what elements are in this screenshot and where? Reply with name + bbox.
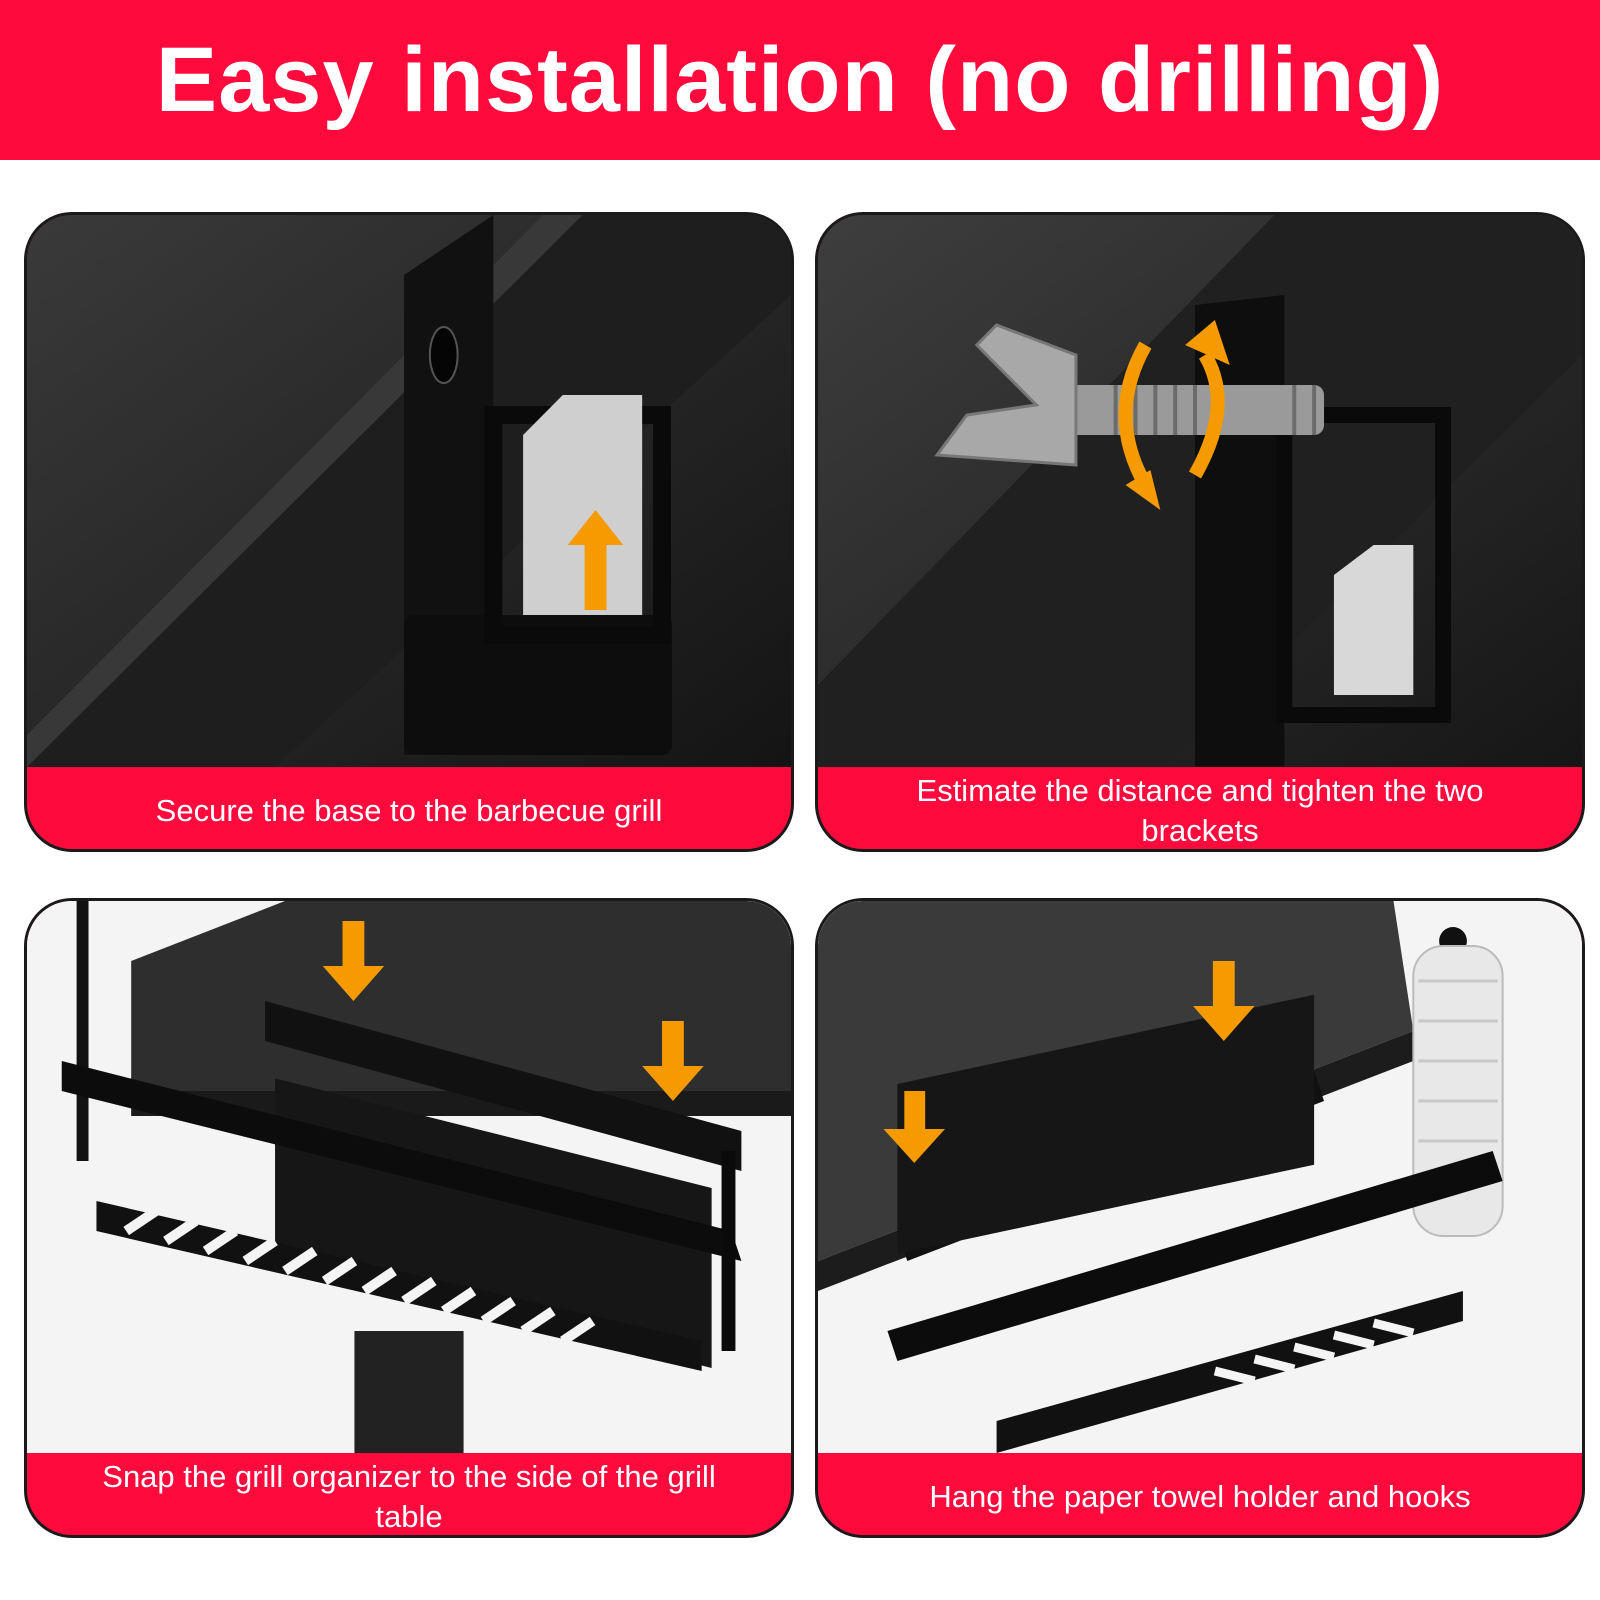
step-3-photo xyxy=(27,901,791,1453)
rotate-arrow-icon xyxy=(1118,320,1230,510)
step-1-photo xyxy=(27,215,791,767)
down-arrow-icon xyxy=(322,921,704,1101)
step-panel-1: Secure the base to the barbecue grill xyxy=(24,212,794,852)
step-3-caption: Snap the grill organizer to the side of … xyxy=(102,1459,716,1534)
step-4-caption: Hang the paper towel holder and hooks xyxy=(929,1479,1471,1514)
grill-organizer-rack xyxy=(887,994,1503,1453)
page-title: Easy installation (no drilling) xyxy=(155,28,1445,131)
down-arrow-icon xyxy=(883,961,1255,1163)
step-panel-4: Hang the paper towel holder and hooks xyxy=(815,898,1585,1538)
step-4-photo xyxy=(818,901,1582,1453)
title-banner: Easy installation (no drilling) xyxy=(0,0,1600,160)
grill-organizer-rack xyxy=(61,1001,742,1371)
up-arrow-icon xyxy=(567,510,624,610)
step-2-caption: Estimate the distance and tighten the tw… xyxy=(916,773,1484,848)
step-panel-3: Snap the grill organizer to the side of … xyxy=(24,898,794,1538)
step-panel-2: Estimate the distance and tighten the tw… xyxy=(815,212,1585,852)
step-2-photo xyxy=(818,215,1582,767)
step-1-caption: Secure the base to the barbecue grill xyxy=(155,793,663,828)
